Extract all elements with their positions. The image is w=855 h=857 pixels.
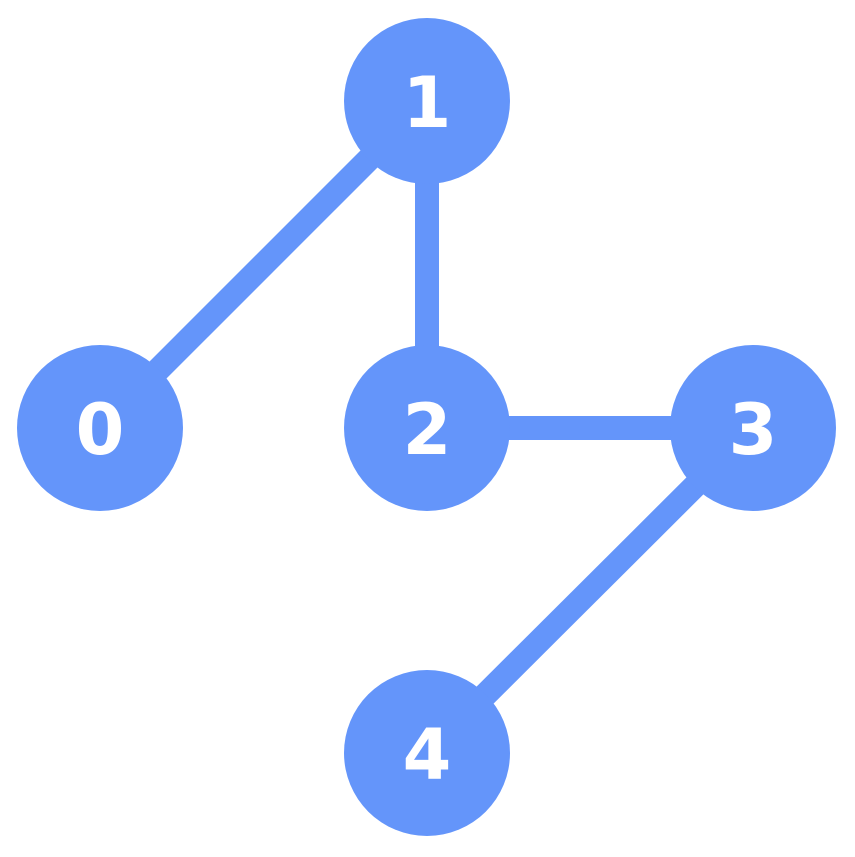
node-circle-3[interactable] — [670, 345, 836, 511]
node-label-0: 0 — [76, 389, 125, 471]
graph-node-4[interactable]: 4 — [344, 670, 510, 836]
node-label-2: 2 — [403, 389, 452, 471]
node-label-1: 1 — [403, 62, 452, 144]
node-label-3: 3 — [729, 389, 778, 471]
node-circle-4[interactable] — [344, 670, 510, 836]
node-circle-1[interactable] — [344, 18, 510, 184]
node-layer: 0 1 2 3 4 — [17, 18, 836, 836]
graph-node-0[interactable]: 0 — [17, 345, 183, 511]
node-label-4: 4 — [403, 714, 452, 796]
graph-node-2[interactable]: 2 — [344, 345, 510, 511]
graph-node-1[interactable]: 1 — [344, 18, 510, 184]
graph-node-3[interactable]: 3 — [670, 345, 836, 511]
node-circle-2[interactable] — [344, 345, 510, 511]
node-circle-0[interactable] — [17, 345, 183, 511]
